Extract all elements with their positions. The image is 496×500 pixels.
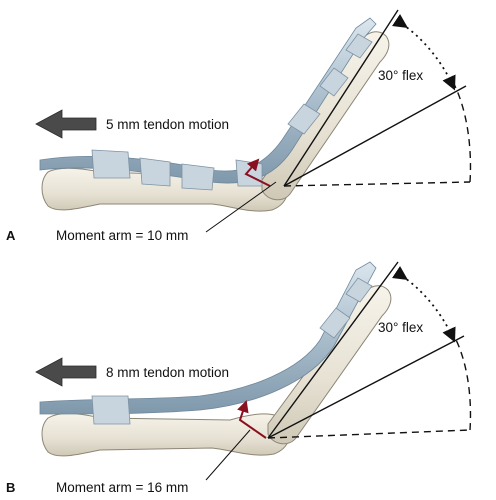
panel-letter: B	[6, 480, 15, 495]
distal-bone	[267, 285, 392, 445]
proximal-bone	[41, 412, 291, 457]
moment-arm-vector	[244, 158, 271, 187]
moment-arm-leader	[205, 181, 277, 233]
flex-angle-arrow	[392, 14, 456, 91]
tendon-motion-label: 8 mm tendon motion	[106, 365, 229, 380]
moment-arm-leader	[205, 429, 251, 481]
pulleys	[91, 277, 373, 425]
flex-axis-line	[283, 9, 399, 187]
arc-dashed	[451, 331, 472, 431]
baseline-dashed	[267, 429, 471, 439]
tendon-motion-arrow	[35, 109, 97, 139]
panel-letter: A	[6, 228, 16, 243]
flexor-tendon	[39, 261, 377, 415]
moment-arm-label: Moment arm = 10 mm	[56, 228, 188, 243]
flex-angle-arrow	[392, 266, 456, 343]
tendon-motion-label: 5 mm tendon motion	[106, 117, 229, 132]
panel-b: 8 mm tendon motion 30° flex Moment arm =…	[6, 261, 472, 495]
moment-arm-label: Moment arm = 16 mm	[56, 480, 188, 495]
tendon-motion-arrow	[35, 357, 97, 387]
distal-bone	[261, 31, 390, 201]
panel-a: 5 mm tendon motion 30° flex Moment arm =…	[6, 9, 472, 243]
reference-line	[283, 85, 467, 187]
flex-axis-line	[267, 261, 399, 439]
flex-angle-label: 30° flex	[378, 68, 423, 83]
flex-angle-label: 30° flex	[378, 320, 423, 335]
baseline-dashed	[283, 181, 471, 187]
arc-dashed	[451, 79, 472, 183]
moment-arm-vector	[237, 400, 267, 439]
reference-line	[267, 335, 465, 439]
